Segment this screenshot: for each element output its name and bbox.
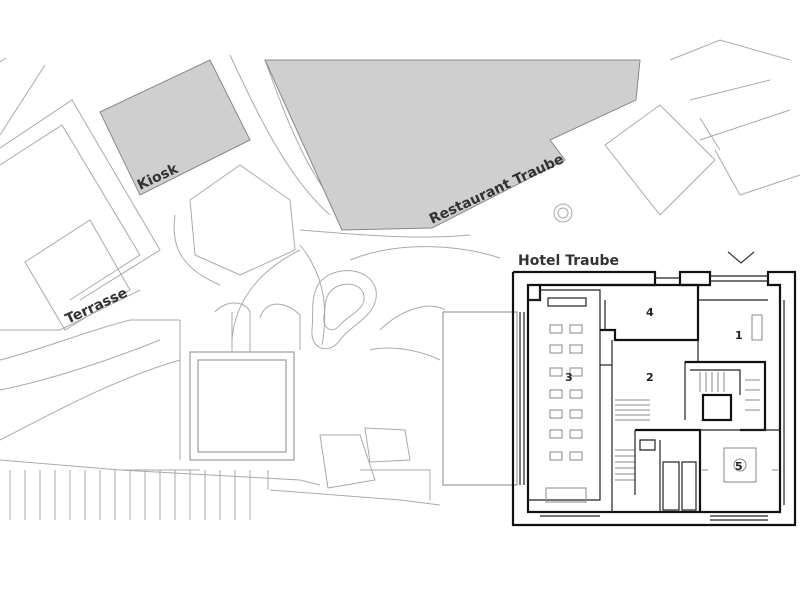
entrance-arrow-icon [727, 251, 755, 264]
hotel-label: Hotel Traube [518, 253, 619, 269]
dining-tables [545, 324, 587, 503]
room-4-label: 4 [646, 306, 654, 319]
room-5-label: 5 [735, 460, 743, 473]
room-1-label: 1 [735, 329, 743, 342]
stairs [615, 399, 650, 481]
hotel-floorplan [442, 270, 797, 527]
hatching [9, 470, 251, 520]
terrasse-label: Terrasse [63, 285, 130, 328]
restaurant-building [264, 59, 641, 231]
room-2-label: 2 [646, 371, 654, 384]
kiosk-building [99, 59, 251, 196]
core-stairs [699, 372, 760, 411]
room-3-label: 3 [565, 371, 573, 384]
site-context [0, 39, 800, 520]
